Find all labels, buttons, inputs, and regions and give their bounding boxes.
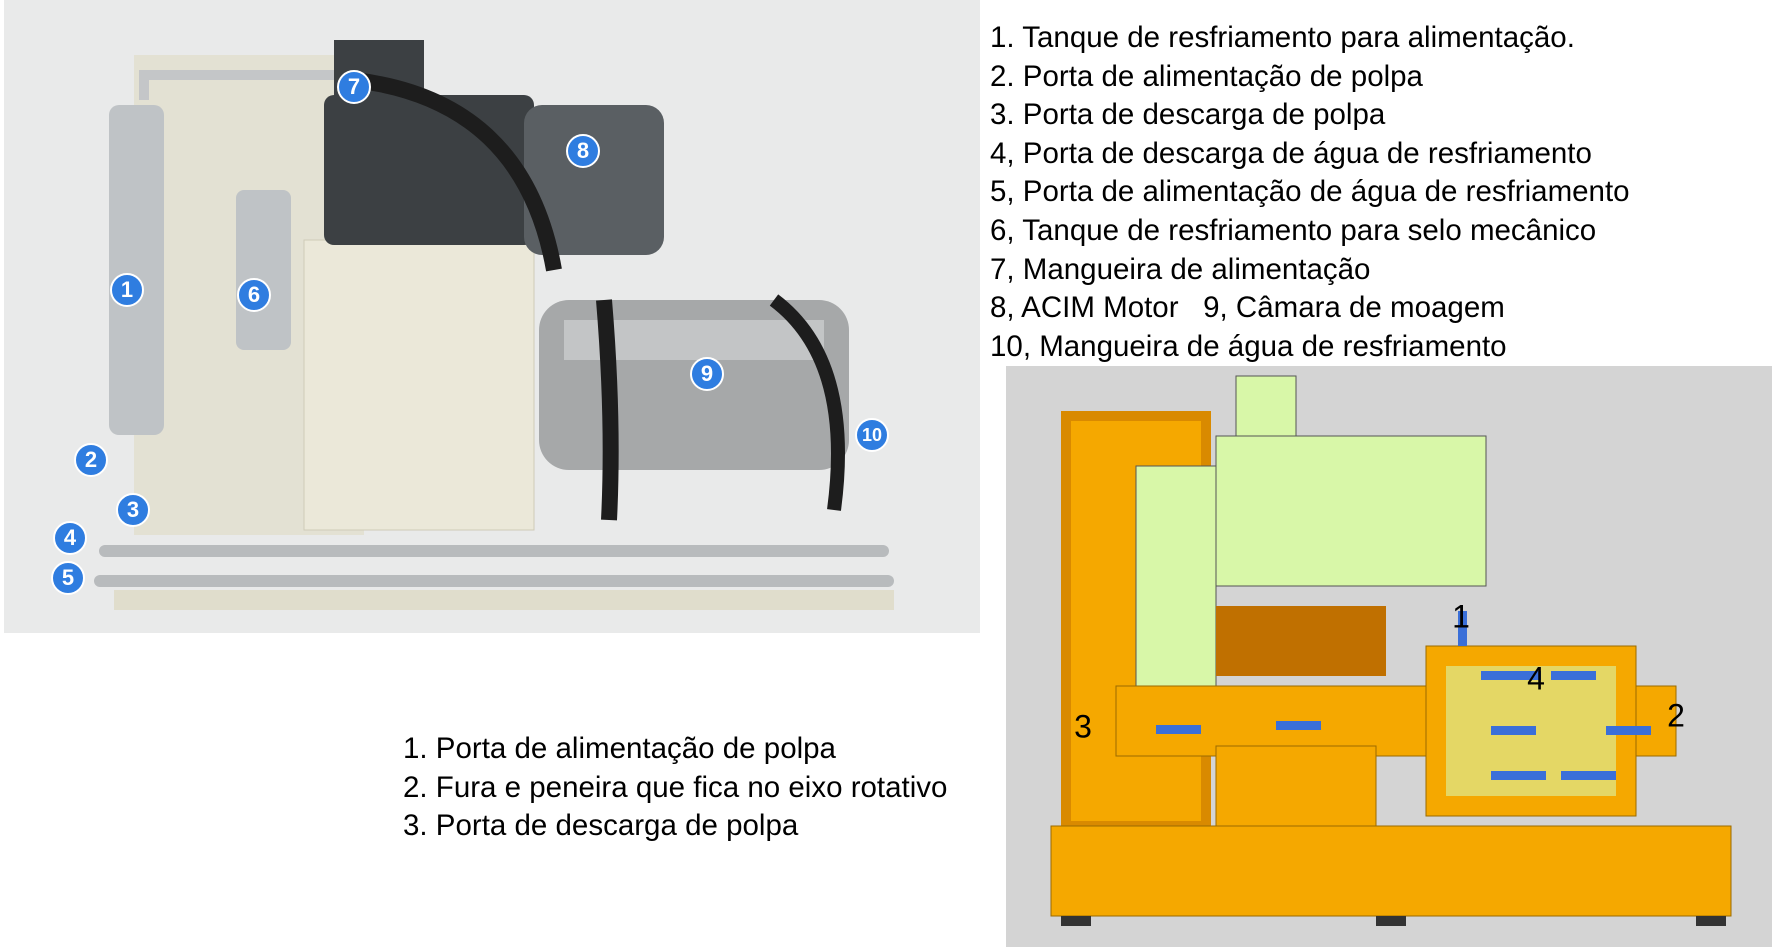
legend-item: 3. Porta de descarga de polpa bbox=[403, 809, 799, 843]
marker-1: 1 bbox=[110, 273, 144, 307]
marker-9: 9 bbox=[690, 357, 724, 391]
legend-item: 3. Porta de descarga de polpa bbox=[990, 98, 1386, 132]
marker-5: 5 bbox=[51, 561, 85, 595]
marker-8: 8 bbox=[566, 134, 600, 168]
marker-3: 3 bbox=[116, 493, 150, 527]
legend-item: 7, Mangueira de alimentação bbox=[990, 252, 1371, 286]
diagram-label-2: 2 bbox=[1667, 697, 1685, 734]
component-legend: 1. Tanque de resfriamento para alimentaç… bbox=[990, 19, 1630, 366]
diagram-legend: 1. Porta de alimentação de polpa 2. Fura… bbox=[403, 730, 947, 846]
marker-2: 2 bbox=[74, 443, 108, 477]
legend-item: 2. Fura e peneira que fica no eixo rotat… bbox=[403, 770, 948, 804]
legend-item: 10, Mangueira de água de resfriamento bbox=[990, 329, 1507, 363]
legend-item: 1. Porta de alimentação de polpa bbox=[403, 732, 836, 765]
legend-item: 2. Porta de alimentação de polpa bbox=[990, 59, 1423, 93]
marker-4: 4 bbox=[53, 521, 87, 555]
marker-7: 7 bbox=[337, 70, 371, 104]
marker-6: 6 bbox=[237, 278, 271, 312]
cross-section-diagram: 1 2 3 4 bbox=[1006, 366, 1772, 947]
legend-item: 5, Porta de alimentação de água de resfr… bbox=[990, 175, 1630, 209]
marker-10: 10 bbox=[855, 418, 889, 452]
legend-item: 6, Tanque de resfriamento para selo mecâ… bbox=[990, 213, 1597, 247]
machine-photo: 1 2 3 4 5 6 7 8 9 10 bbox=[4, 0, 980, 633]
legend-item: 4, Porta de descarga de água de resfriam… bbox=[990, 136, 1592, 170]
diagram-label-3: 3 bbox=[1074, 708, 1092, 745]
legend-item: 1. Tanque de resfriamento para alimentaç… bbox=[990, 21, 1575, 54]
diagram-label-1: 1 bbox=[1452, 598, 1470, 635]
diagram-label-4: 4 bbox=[1527, 660, 1545, 697]
legend-item: 8, ACIM Motor 9, Câmara de moagem bbox=[990, 291, 1505, 325]
